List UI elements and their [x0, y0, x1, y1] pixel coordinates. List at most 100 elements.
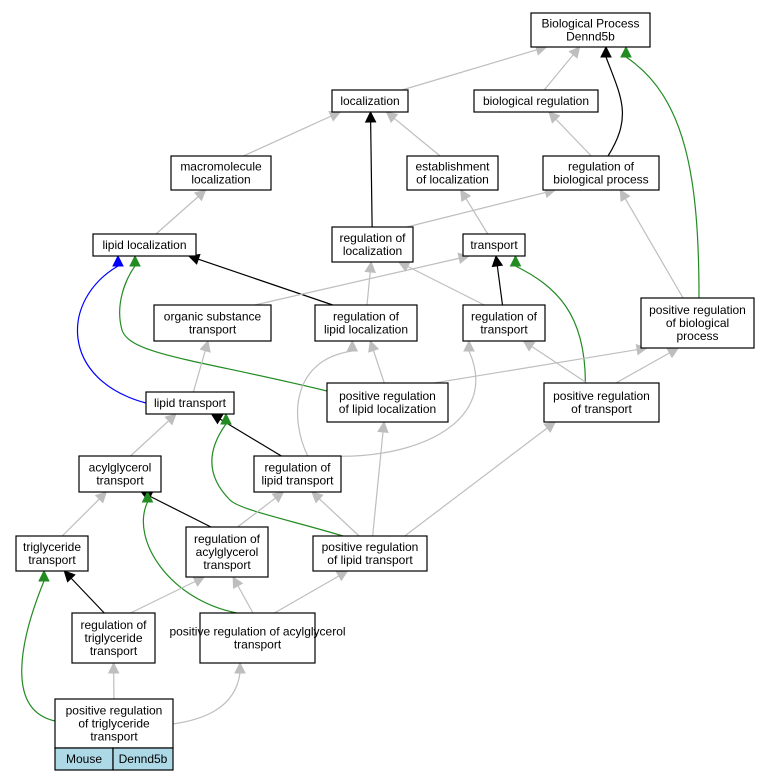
node-lipidtransport[interactable]: lipid transport: [145, 391, 235, 415]
node-box: [530, 12, 651, 48]
edge-line: [172, 672, 241, 725]
node-label-line: lipid transport: [154, 396, 227, 410]
node-biored[interactable]: biological regulation: [473, 89, 599, 113]
edge-arrowhead: [600, 45, 612, 58]
edge-line: [61, 498, 100, 537]
edge-line: [372, 350, 385, 384]
edge-line: [404, 427, 548, 537]
node-box: [15, 535, 89, 572]
edge-posreglipidloc-to-lipidloc: [119, 254, 328, 392]
edge-posreglipidtransport-to-lipidtransport: [211, 412, 344, 537]
node-label-line: of transport: [571, 402, 632, 416]
edge-arrowhead: [463, 339, 475, 352]
node-label-line: transport: [90, 730, 138, 744]
edge-posregbp-to-regbp: [619, 189, 684, 299]
node-box: [640, 297, 755, 349]
edge-line: [605, 56, 623, 157]
edge-line: [21, 580, 56, 722]
node-box: [462, 233, 526, 257]
node-label-line: regulation of: [194, 532, 261, 546]
edge-arrowhead: [568, 46, 581, 59]
edge-line: [219, 418, 282, 457]
edge-arrowhead: [220, 412, 232, 425]
legend-gene-cell: [112, 747, 174, 771]
edges-layer: [21, 44, 700, 725]
node-label-line: transport: [96, 474, 144, 488]
edge-posregtransport-to-transport: [509, 254, 586, 384]
edge-line: [70, 577, 105, 614]
edge-biored-to-bp: [543, 46, 581, 91]
node-label-line: positive regulation: [553, 389, 650, 403]
edge-arrowhead: [234, 661, 246, 674]
node-box: [54, 698, 174, 749]
node-label-line: localization: [343, 244, 402, 258]
edge-arrowhead: [460, 189, 472, 202]
node-posregacyl[interactable]: positive regulation of acylglyceroltrans…: [169, 612, 346, 664]
edge-reglipidtransport-to-lipidtransport: [210, 413, 282, 457]
edge-posreglipidtransport-to-posreglipidloc: [372, 420, 389, 537]
node-label-line: process: [676, 329, 718, 343]
node-label-line: Dennd5b: [566, 30, 615, 44]
node-label-line: of lipid transport: [327, 553, 413, 567]
node-label-line: positive regulation: [66, 704, 163, 718]
node-box: [199, 612, 316, 664]
edge-posregacyl-to-acyltransport: [141, 490, 237, 614]
edge-arrowhead: [107, 661, 120, 674]
node-box: [253, 455, 342, 493]
node-label-line: regulation of: [333, 310, 400, 324]
node-label-line: localization: [340, 94, 399, 108]
edge-posregacyl-to-regacyl: [232, 576, 254, 614]
node-box: [542, 155, 660, 191]
node-label-line: positive regulation of acylglycerol: [169, 625, 345, 639]
node-label-line: regulation of: [80, 618, 147, 632]
node-box: [331, 226, 414, 263]
node-label-line: acylglycerol: [196, 545, 259, 559]
node-label-line: transport: [90, 644, 138, 658]
edge-line: [407, 265, 485, 306]
node-label-line: organic substance: [164, 310, 262, 324]
node-loc[interactable]: localization: [331, 89, 409, 113]
edge-arrowhead: [63, 570, 76, 583]
edge-line: [393, 117, 441, 157]
node-box: [170, 155, 272, 191]
node-box: [473, 89, 599, 113]
node-box: [153, 304, 272, 342]
node-lipidloc[interactable]: lipid localization: [92, 233, 197, 257]
edge-regloc-to-loc: [364, 110, 377, 228]
edge-arrowhead: [112, 254, 124, 267]
legend-gene-text: Dennd5b: [119, 752, 168, 766]
edge-line: [515, 265, 586, 384]
edge-transport-to-estloc: [460, 189, 489, 235]
node-label-line: of triglyceride: [78, 717, 150, 731]
edge-arrowhead: [335, 570, 349, 582]
node-label-line: acylglycerol: [89, 461, 152, 475]
edge-lipidtransport-to-lipidloc: [76, 254, 147, 404]
node-box: [462, 304, 546, 342]
node-label-line: triglyceride: [84, 631, 142, 645]
node-transport[interactable]: transport: [462, 233, 526, 257]
node-box: [185, 526, 269, 578]
node-box: [71, 612, 156, 664]
edge-arrowhead: [193, 189, 207, 202]
edge-line: [119, 265, 328, 392]
edge-regacyl-to-reglipidtransport: [237, 491, 285, 528]
node-label-line: transport: [470, 238, 518, 252]
